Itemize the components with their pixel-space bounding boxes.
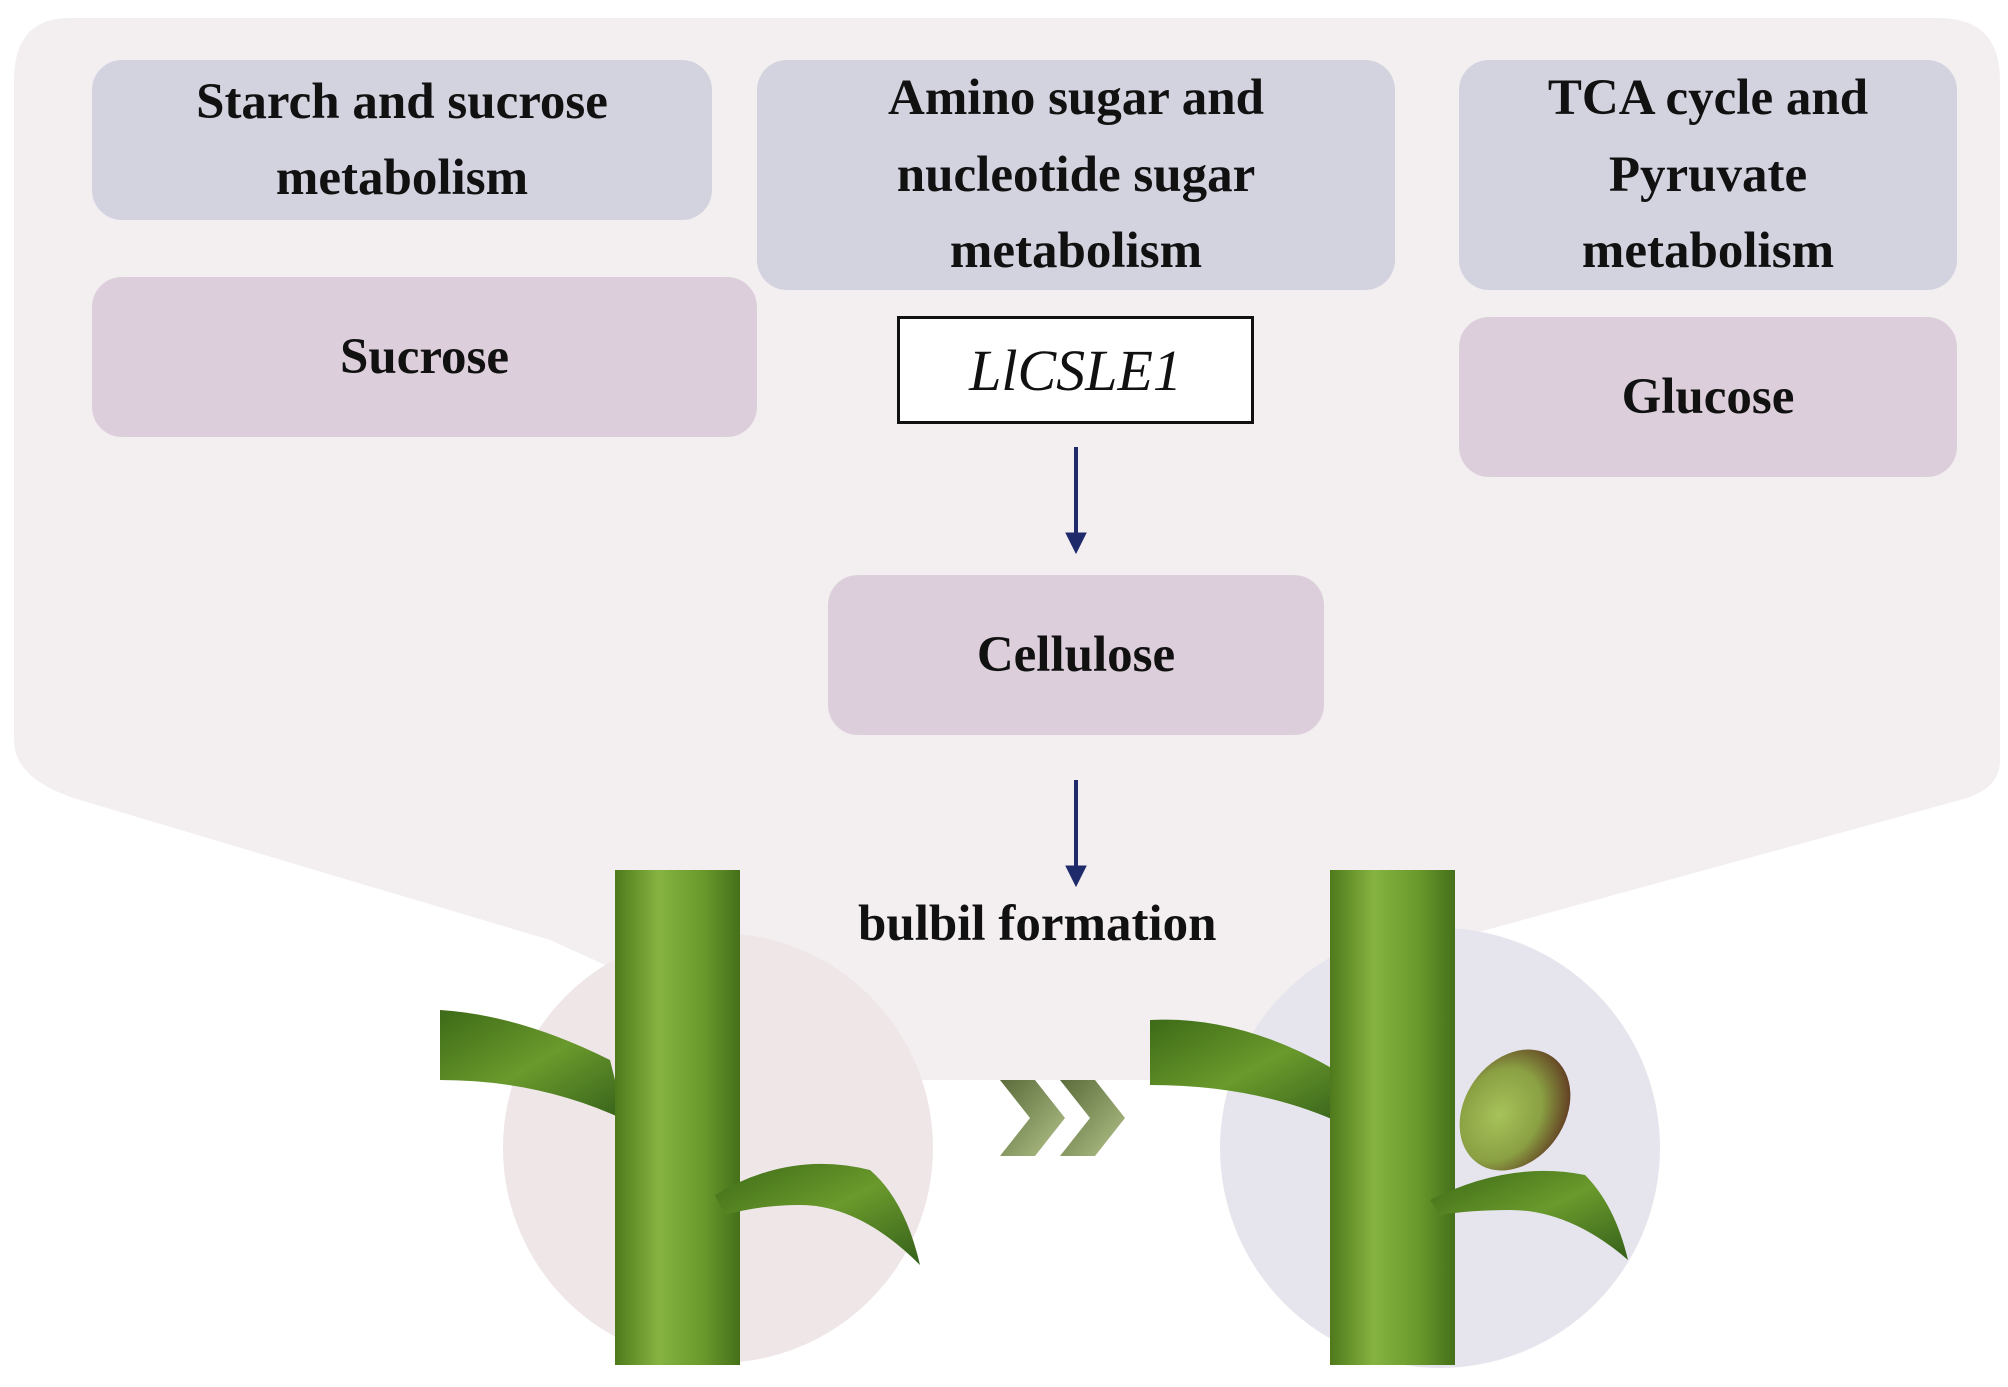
bulbil-icon — [1459, 1049, 1571, 1171]
metabolite-cellulose: Cellulose — [828, 575, 1324, 735]
metabolite-sucrose: Sucrose — [92, 277, 757, 437]
pathway-tca-pyruvate: TCA cycle and Pyruvate metabolism — [1459, 60, 1957, 290]
pathway-amino-sugar-label: Amino sugar and nucleotide sugar metabol… — [887, 70, 1264, 280]
plant-after — [1150, 870, 1660, 1368]
plant-before-upper-leaf — [440, 1010, 625, 1120]
gene-box: LlCSLE1 — [897, 316, 1254, 424]
metabolite-cellulose-label: Cellulose — [976, 626, 1176, 683]
pathway-tca-pyruvate-label: TCA cycle and Pyruvate metabolism — [1547, 70, 1869, 280]
metabolite-sucrose-label: Sucrose — [339, 328, 510, 385]
plant-after-lower-leaf — [1430, 1170, 1628, 1260]
plant-before-stem — [615, 870, 740, 1365]
metabolite-glucose: Glucose — [1459, 317, 1957, 477]
gene-label: LlCSLE1 — [969, 337, 1182, 403]
pathway-starch-sucrose-label: Starch and sucrose metabolism — [196, 73, 608, 207]
outcome-label: bulbil formation — [858, 896, 1217, 952]
plant-before — [440, 870, 933, 1365]
plant-after-upper-leaf — [1150, 1019, 1345, 1125]
progression-chevrons-icon — [1000, 1080, 1125, 1156]
plant-after-stem — [1330, 870, 1455, 1365]
metabolite-glucose-label: Glucose — [1621, 368, 1795, 425]
plant-before-lower-leaf — [715, 1163, 920, 1265]
pathway-starch-sucrose: Starch and sucrose metabolism — [92, 60, 712, 220]
pathway-amino-sugar: Amino sugar and nucleotide sugar metabol… — [757, 60, 1395, 290]
